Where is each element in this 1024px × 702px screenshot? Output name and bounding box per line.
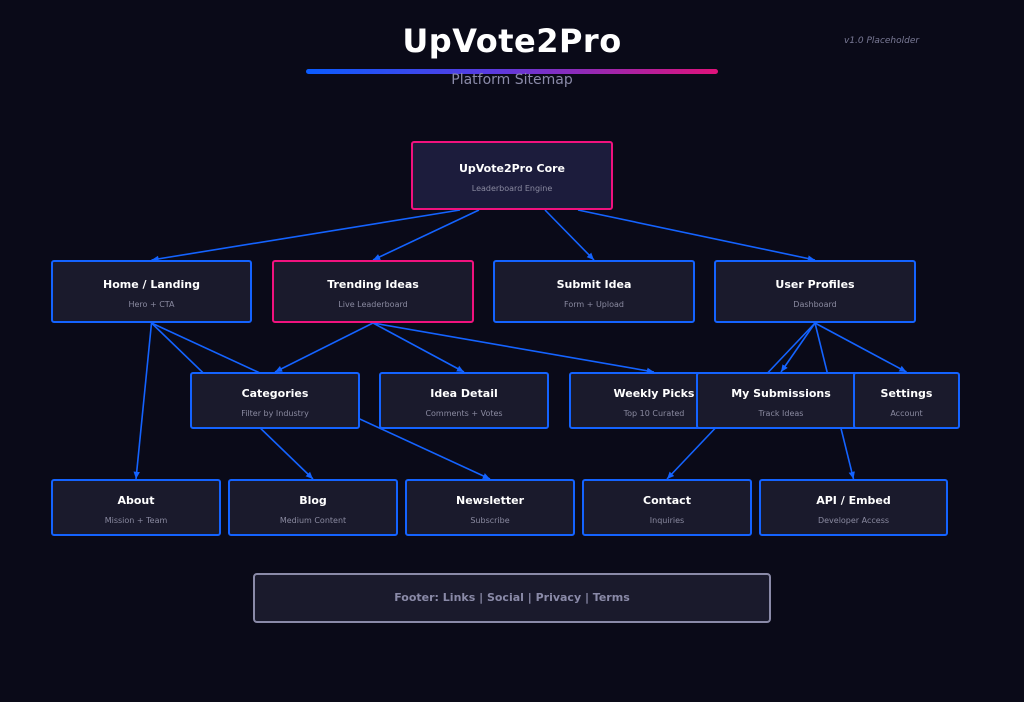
node-title: Submit Idea: [556, 278, 632, 291]
node-subtitle: Hero + CTA: [128, 300, 175, 309]
node-title: About: [117, 494, 155, 507]
node-title: User Profiles: [775, 278, 855, 291]
node-core[interactable]: UpVote2Pro Core Leaderboard Engine: [411, 141, 613, 210]
node-subtitle: Developer Access: [817, 516, 890, 525]
node-user-profiles[interactable]: User Profiles Dashboard: [714, 260, 916, 323]
node-subtitle: Top 10 Curated: [623, 409, 685, 418]
node-submit-idea[interactable]: Submit Idea Form + Upload: [493, 260, 695, 323]
node-title: My Submissions: [731, 387, 831, 400]
footer-box[interactable]: Footer: Links | Social | Privacy | Terms: [253, 573, 771, 623]
node-title: Settings: [880, 387, 933, 400]
node-title: Idea Detail: [430, 387, 498, 400]
node-settings[interactable]: Settings Account: [853, 372, 960, 429]
node-subtitle: Subscribe: [470, 516, 510, 525]
edge-profiles-to-settings: [814, 322, 907, 373]
version-label: v1.0 Placeholder: [844, 36, 920, 46]
page-subtitle: Platform Sitemap: [451, 72, 573, 88]
edge-trending-to-weekly: [372, 322, 655, 374]
node-about[interactable]: About Mission + Team: [51, 479, 221, 536]
node-subtitle: Dashboard: [793, 300, 837, 309]
node-title: UpVote2Pro Core: [458, 162, 566, 175]
node-subtitle: Account: [890, 409, 923, 418]
node-newsletter[interactable]: Newsletter Subscribe: [405, 479, 575, 536]
edge-trending-to-detail: [372, 322, 465, 373]
node-idea-detail[interactable]: Idea Detail Comments + Votes: [379, 372, 549, 429]
node-trending-ideas[interactable]: Trending Ideas Live Leaderboard: [272, 260, 474, 323]
node-title: Categories: [241, 387, 309, 400]
node-categories[interactable]: Categories Filter by Industry: [190, 372, 360, 429]
node-subtitle: Medium Content: [279, 516, 347, 525]
edge-trending-to-categories: [274, 322, 374, 373]
edge-core-to-trending: [372, 209, 480, 261]
edge-profiles-to-submissions: [780, 322, 816, 373]
node-home-landing[interactable]: Home / Landing Hero + CTA: [51, 260, 252, 323]
node-api-embed[interactable]: API / Embed Developer Access: [759, 479, 948, 536]
edge-home-to-about: [133, 322, 153, 480]
edge-core-to-home: [151, 209, 461, 263]
node-subtitle: Leaderboard Engine: [471, 184, 553, 193]
node-my-submissions[interactable]: My Submissions Track Ideas: [696, 372, 866, 429]
node-subtitle: Comments + Votes: [425, 409, 503, 418]
edge-core-to-profiles: [577, 209, 816, 262]
node-subtitle: Inquiries: [649, 516, 685, 525]
node-subtitle: Mission + Team: [104, 516, 168, 525]
node-subtitle: Live Leaderboard: [338, 300, 408, 309]
node-contact[interactable]: Contact Inquiries: [582, 479, 752, 536]
edge-core-to-submit: [544, 209, 595, 261]
title-underline: [306, 69, 718, 74]
node-title: API / Embed: [816, 494, 891, 507]
node-subtitle: Track Ideas: [758, 409, 804, 418]
page-title: UpVote2Pro: [402, 22, 622, 60]
node-subtitle: Form + Upload: [564, 300, 624, 309]
node-blog[interactable]: Blog Medium Content: [228, 479, 398, 536]
node-title: Contact: [643, 494, 691, 507]
node-title: Trending Ideas: [327, 278, 419, 291]
node-title: Weekly Picks: [613, 387, 695, 400]
node-title: Home / Landing: [103, 278, 200, 291]
node-subtitle: Filter by Industry: [241, 409, 309, 418]
node-title: Newsletter: [455, 494, 524, 507]
node-title: Blog: [299, 494, 327, 507]
